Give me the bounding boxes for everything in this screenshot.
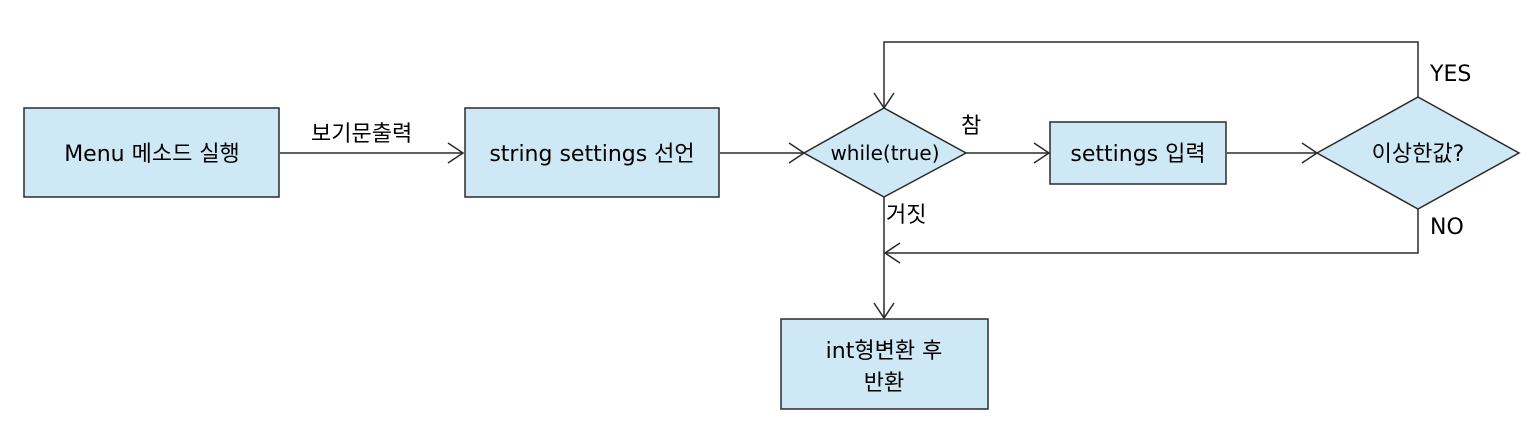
edge-label-print-view: 보기문출력 xyxy=(311,122,412,147)
check-decision-node xyxy=(1315,96,1521,210)
check-decision-label: 이상한값? xyxy=(1372,142,1465,167)
arrowhead-result xyxy=(873,302,895,320)
result-node-label-line1: int형변환 후 xyxy=(826,339,943,364)
edge-label-false: 거짓 xyxy=(886,203,926,228)
declare-node-label: string settings 선언 xyxy=(489,142,694,167)
arrowhead-input xyxy=(1033,142,1051,164)
edge-label-true: 참 xyxy=(961,114,981,139)
arrowhead-declare xyxy=(447,142,465,164)
edge-label-no: NO xyxy=(1430,215,1464,240)
result-node xyxy=(780,318,989,410)
input-node xyxy=(1049,121,1227,185)
result-node-label-line2: 반환 xyxy=(864,371,904,396)
menu-node-label: Menu 메소드 실행 xyxy=(64,142,240,167)
edge-label-yes: YES xyxy=(1429,62,1471,87)
edge-check-yes-to-loop xyxy=(883,41,1419,108)
loop-decision-node xyxy=(802,107,968,198)
declare-node xyxy=(464,107,720,198)
loop-decision-label: while(true) xyxy=(830,141,939,165)
menu-node xyxy=(23,107,280,198)
arrowhead-no-merge xyxy=(883,242,901,264)
input-node-label: settings 입력 xyxy=(1070,142,1205,167)
edge-check-no-to-result xyxy=(885,209,1419,254)
